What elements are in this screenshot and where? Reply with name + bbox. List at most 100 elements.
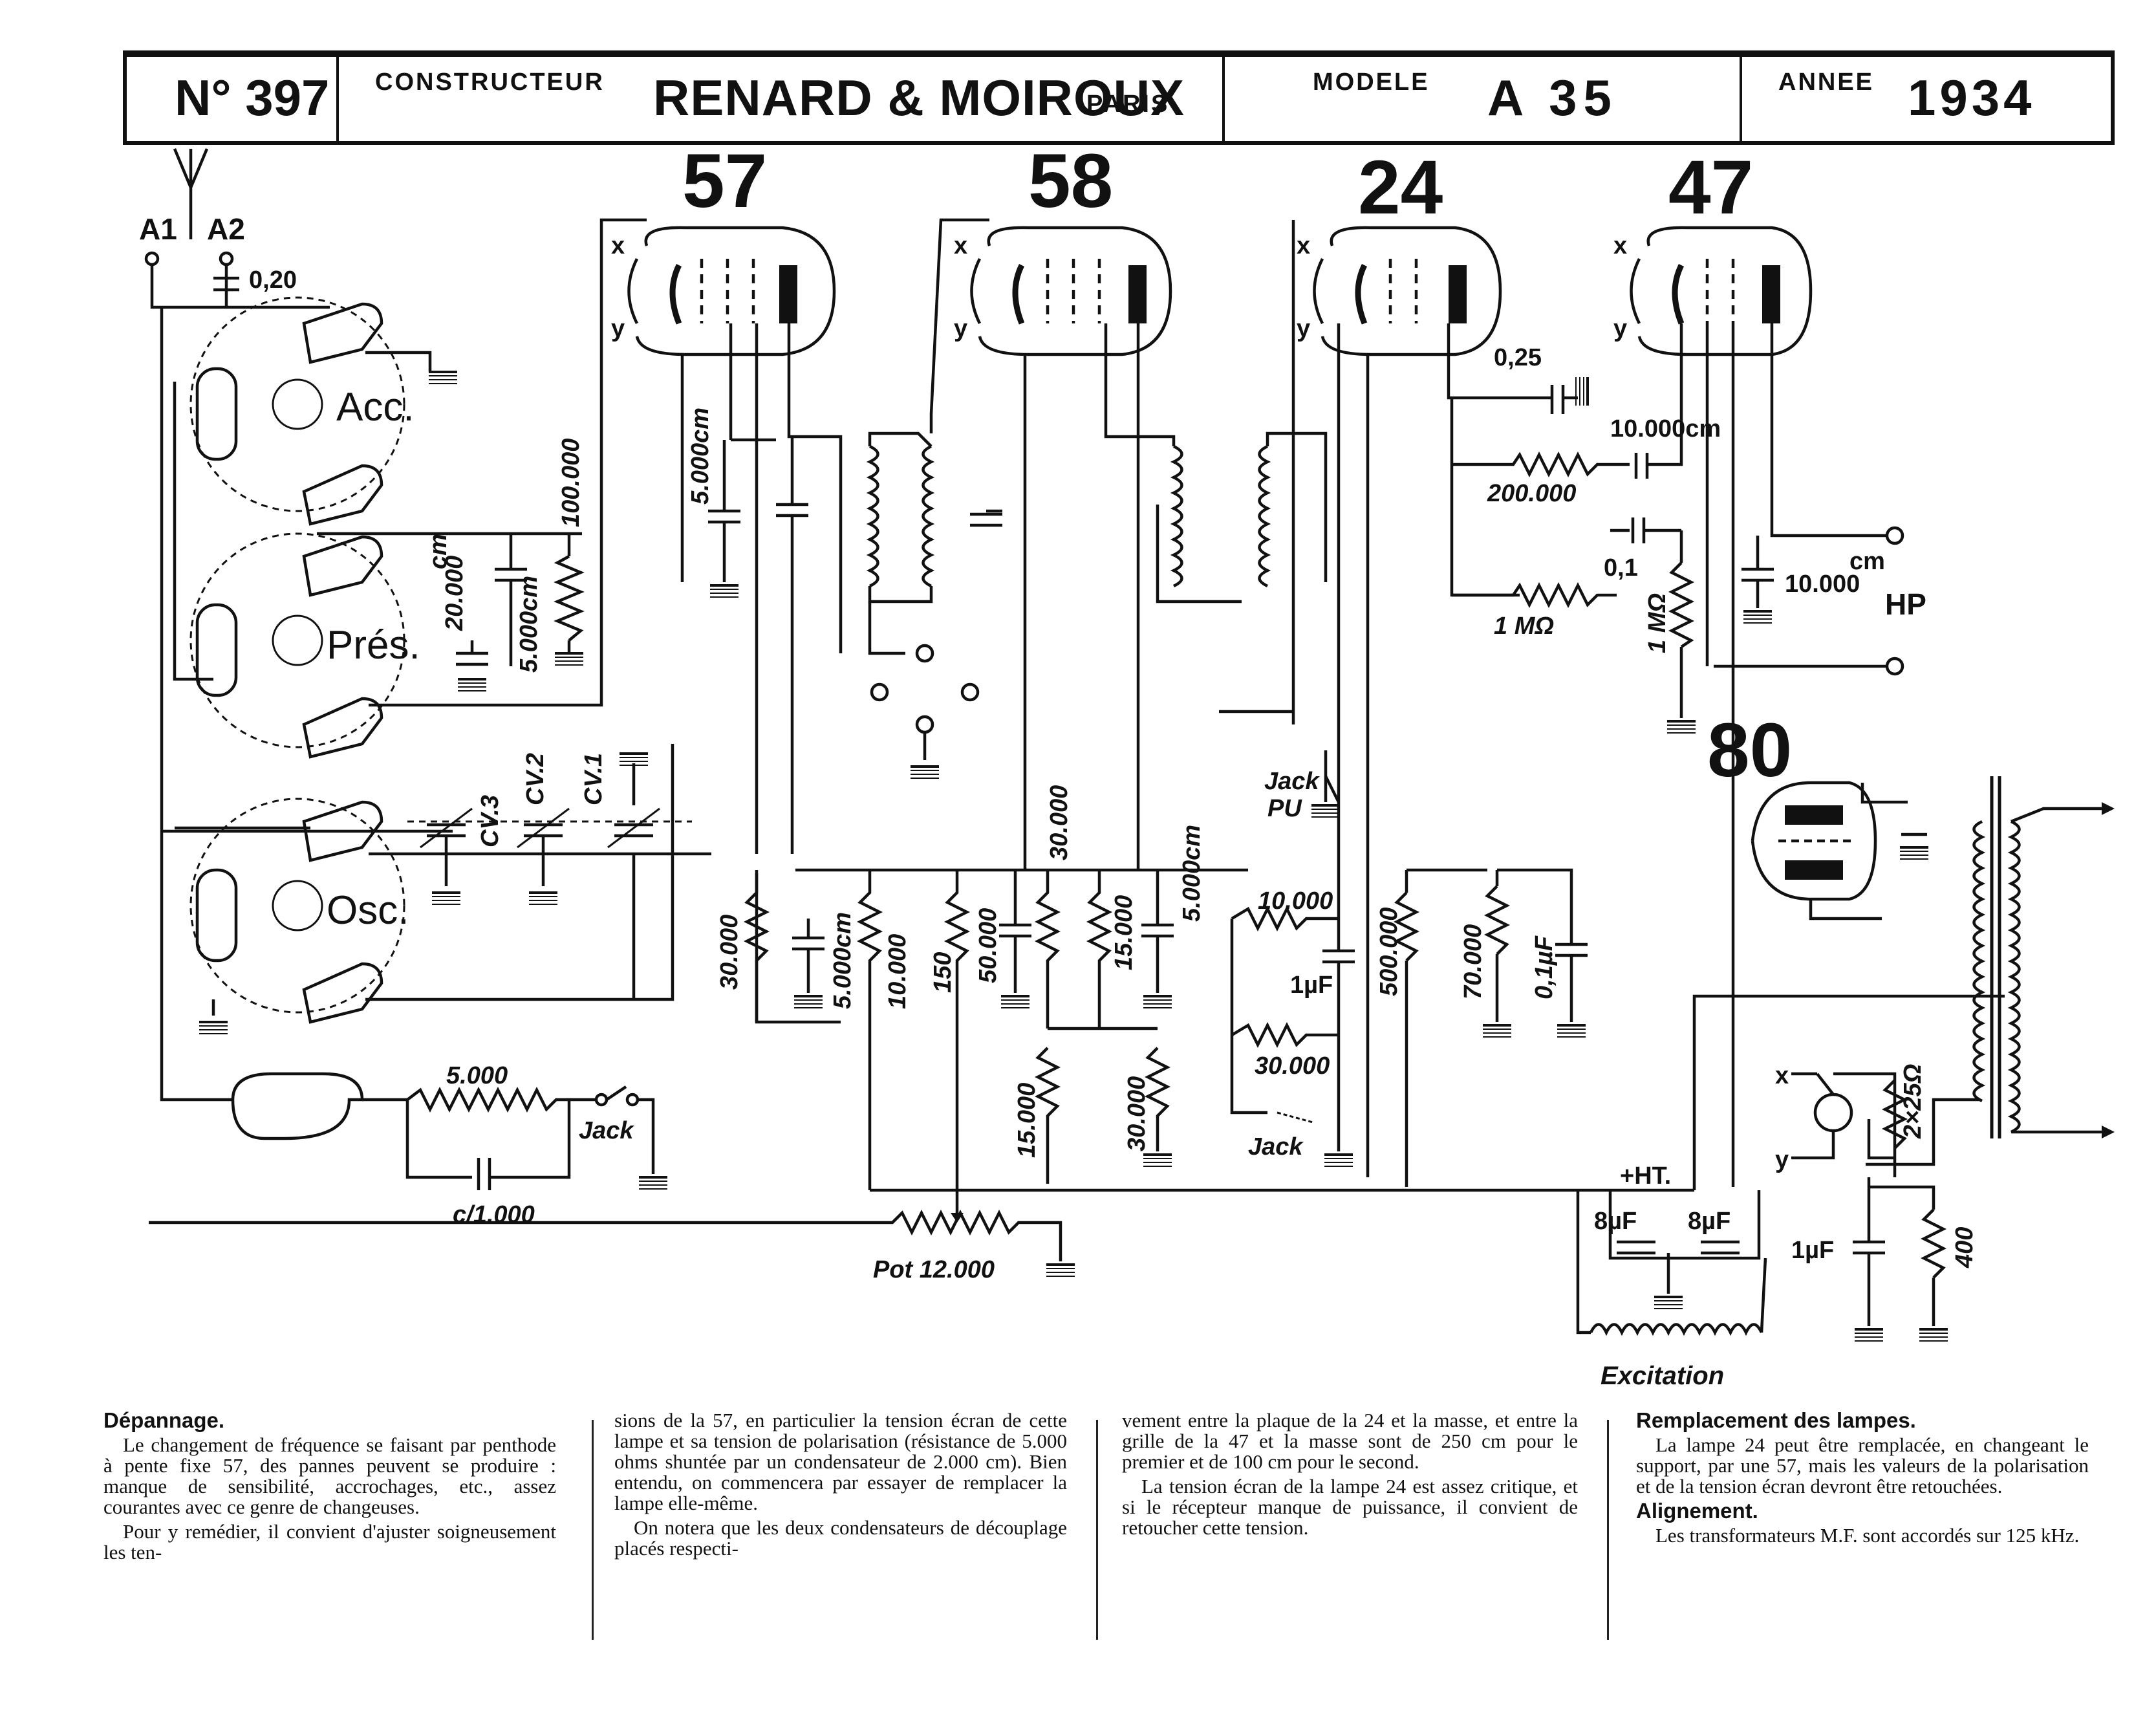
res-200000-label: 200.000 (1487, 480, 1576, 507)
tube-24-symbol (1313, 226, 1502, 356)
cap-01uF-label: 0,1µF (1531, 935, 1558, 999)
cap-1uF-b-label: 1µF (1791, 1237, 1834, 1264)
sheet-number: N° 397 (175, 69, 330, 126)
header-left-bar (123, 57, 127, 141)
column-2-paragraph-2: On notera que les deux condensateurs de … (614, 1516, 1067, 1560)
cv1-label: CV.1 (580, 753, 607, 805)
cap-5000-b-label: 5.000cm (829, 912, 856, 1009)
ht-label: +HT. (1620, 1162, 1671, 1190)
cap-5000-c-label: 5.000cm (1178, 825, 1205, 922)
res-30000-b-label: 30.000 (1046, 785, 1073, 860)
header-divider (1740, 57, 1742, 141)
modele-label: MODELE (1313, 69, 1430, 96)
res-1meg-a-label: 1 MΩ (1494, 613, 1554, 640)
column-2-paragraph-1: sions de la 57, en particulier la tensio… (614, 1409, 1067, 1514)
text-column-1: Dépannage. Le changement de fréquence se… (103, 1410, 556, 1567)
res-150-label: 150 (929, 952, 956, 993)
tube-80-label: 80 (1707, 708, 1792, 793)
cap-20000-label: 20.000 (441, 556, 468, 631)
wiring (149, 218, 2115, 1342)
modele-value: A 35 (1487, 69, 1618, 126)
svg-text:x: x (611, 232, 625, 259)
tube-58-symbol (970, 226, 1172, 356)
pot-12000-label: Pot 12.000 (873, 1256, 995, 1283)
text-column-2: sions de la 57, en particulier la tensio… (614, 1410, 1067, 1563)
res-5000-label: 5.000 (446, 1062, 508, 1089)
tube-57-symbol (627, 226, 836, 356)
cap-5000-label: 5.000cm (515, 576, 543, 673)
coil-osc-label: Osc. (327, 888, 409, 933)
text-column-3: vement entre la plaque de la 24 et la ma… (1122, 1410, 1578, 1542)
column-divider (1096, 1420, 1098, 1640)
res-15000-b-label: 15.000 (1013, 1083, 1040, 1158)
jack-pu-label: Jack (1264, 768, 1320, 795)
cap-10000-hp-label: 10.000 (1785, 571, 1860, 598)
column-3-paragraph-1: vement entre la plaque de la 24 et la ma… (1122, 1409, 1578, 1473)
coil-acc (189, 296, 405, 526)
cap-8uF-a-label: 8µF (1594, 1208, 1637, 1235)
cap-8uF-b-label: 8µF (1688, 1208, 1730, 1235)
res-30000-d-label: 30.000 (1255, 1052, 1330, 1080)
res-30000-a-label: 30.000 (716, 915, 743, 990)
svg-text:y: y (1613, 315, 1627, 342)
header-divider (336, 57, 339, 141)
res-500000-label: 500.000 (1375, 908, 1403, 996)
cap-10000cm-label: 10.000cm (1610, 415, 1721, 442)
depannage-paragraph-2: Pour y remédier, il convient d'ajuster s… (103, 1520, 556, 1563)
heater-x-label: x (1775, 1062, 1789, 1089)
hp-label: HP (1885, 587, 1926, 621)
pu-label: PU (1267, 795, 1302, 822)
heater-y-label: y (1775, 1146, 1789, 1173)
jack2-label: Jack (1248, 1133, 1304, 1160)
text-column-4: Remplacement des lampes. La lampe 24 peu… (1636, 1410, 2089, 1550)
tube-58-label: 58 (1028, 138, 1113, 224)
alignement-paragraph: Les transformateurs M.F. sont accordés s… (1655, 1524, 2080, 1547)
circuit-schematic: 57 58 24 47 80 (139, 138, 2115, 1390)
antenna-a2-label: A2 (207, 212, 245, 246)
res-15000-a-label: 15.000 (1110, 895, 1137, 970)
res-10000-a-label: 10.000 (884, 934, 911, 1009)
remplacement-heading: Remplacement des lampes. (1636, 1408, 1916, 1432)
annee-value: 1934 (1908, 69, 2036, 126)
tube-47-label: 47 (1668, 145, 1753, 230)
res-100000-label: 100.000 (557, 439, 585, 527)
cap-1000-label: c/1.000 (453, 1201, 535, 1228)
antenna-symbol (144, 148, 234, 267)
svg-text:y: y (1297, 315, 1310, 342)
depannage-heading: Dépannage. (103, 1408, 225, 1432)
column-divider (1607, 1420, 1609, 1640)
cap-025-label: 0,25 (1494, 344, 1542, 371)
tube-57-label: 57 (682, 138, 767, 224)
cap-hp-unit-label: cm (1849, 548, 1885, 575)
res-30000-c-label: 30.000 (1123, 1076, 1150, 1151)
heater-labels: xy xy xy xy (611, 232, 1627, 342)
res-400-label: 400 (1951, 1227, 1978, 1268)
remplacement-paragraph: La lampe 24 peut être remplacée, en chan… (1636, 1433, 2089, 1497)
annee-label: ANNEE (1778, 69, 1875, 96)
column-3-paragraph-2: La tension écran de la lampe 24 est asse… (1122, 1475, 1578, 1539)
cap-020-label: 0,20 (249, 267, 297, 294)
svg-text:x: x (1613, 232, 1627, 259)
header-divider (1222, 57, 1225, 141)
cv3-label: CV.3 (477, 795, 504, 847)
coil-pres-label: Prés. (327, 623, 420, 668)
res-10000-b-label: 10.000 (1258, 887, 1333, 915)
depannage-paragraph-1: Le changement de fréquence se faisant pa… (103, 1433, 556, 1518)
cap-1uF-a-label: 1µF (1290, 972, 1333, 999)
header-right-bar (2111, 57, 2115, 141)
jack-label: Jack (579, 1117, 634, 1144)
constructeur-city: PARIS (1086, 91, 1170, 118)
constructeur-name: RENARD & MOIROUX (653, 69, 1185, 126)
cap-01-label: 0,1 (1604, 554, 1638, 582)
svg-text:x: x (1297, 232, 1310, 259)
svg-text:y: y (954, 315, 967, 342)
cv2-label: CV.2 (522, 753, 549, 805)
constructeur-label: CONSTRUCTEUR (375, 69, 605, 96)
tube-47-symbol (1630, 226, 1813, 356)
cap-5000-57-label: 5.000cm (687, 408, 714, 505)
alignement-heading: Alignement. (1636, 1499, 1758, 1523)
column-divider (592, 1420, 594, 1640)
res-1meg-b-label: 1 MΩ (1644, 593, 1671, 653)
res-70000-label: 70.000 (1460, 924, 1487, 999)
antenna-a1-label: A1 (139, 212, 177, 246)
